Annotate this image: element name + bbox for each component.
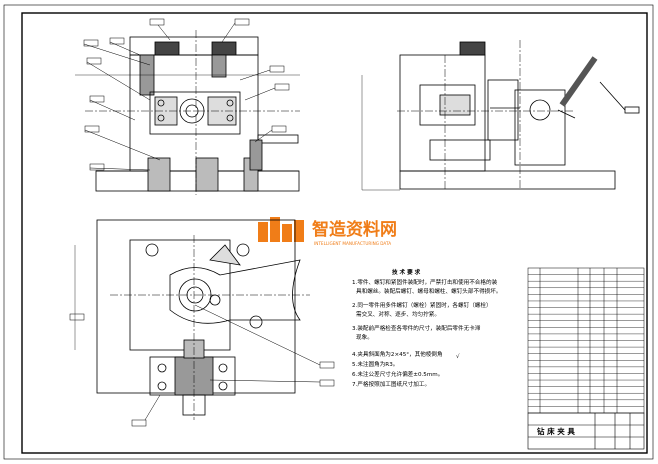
front-view-leaders [83, 18, 290, 171]
watermark-subtitle: INTELLIGENT MANUFACTURING DATA [314, 241, 391, 246]
title-block-name: 钻 床 夹 具 [537, 426, 575, 436]
notes-heading: 技 术 要 求 [392, 268, 421, 276]
notes-line-4: 需交叉、对称、逐步、均匀拧紧。 [356, 310, 440, 318]
notes-line-3: 2.同一零件用多件螺钉（螺栓）紧固时，各螺钉（螺栓） [352, 301, 492, 309]
inner-border [21, 12, 648, 454]
notes-line-7: 4.夹具斜面角为2×45°，其他棱倒角 [352, 350, 443, 358]
notes-line-5: 3.装配前严格检查各零件的尺寸，装配后零件无卡滞 [352, 324, 481, 332]
watermark: 智造资料网 INTELLIGENT MANUFACTURING DATA [258, 217, 397, 246]
notes-line-10: 7.严格按照加工图纸尺寸加工。 [352, 380, 430, 388]
watermark-title: 智造资料网 [312, 219, 397, 240]
notes-line-6: 现象。 [356, 333, 373, 341]
top-view [74, 219, 310, 420]
notes-line-8: 5.未注圆角为R3。 [352, 360, 398, 368]
top-view-leaders [69, 304, 335, 427]
watermark-logo-icon [258, 217, 304, 242]
front-view [75, 30, 300, 195]
outer-border [3, 4, 654, 460]
roughness-symbol: √ [456, 353, 460, 360]
notes-line-2: 具和螺丝。装配后螺钉、螺母和螺柱、螺钉头部不得损坏。 [356, 287, 501, 295]
notes-line-1: 1.零件、螺钉和紧固件装配时，严禁打击和使用不合格的装 [352, 278, 498, 286]
technical-requirements: 技 术 要 求 1.零件、螺钉和紧固件装配时，严禁打击和使用不合格的装 具和螺丝… [352, 268, 501, 388]
notes-line-9: 6.未注公差尺寸允许偏差±0.5mm。 [352, 370, 443, 378]
parts-list-rows [528, 274, 644, 407]
title-block [527, 412, 645, 450]
side-view [361, 40, 640, 191]
